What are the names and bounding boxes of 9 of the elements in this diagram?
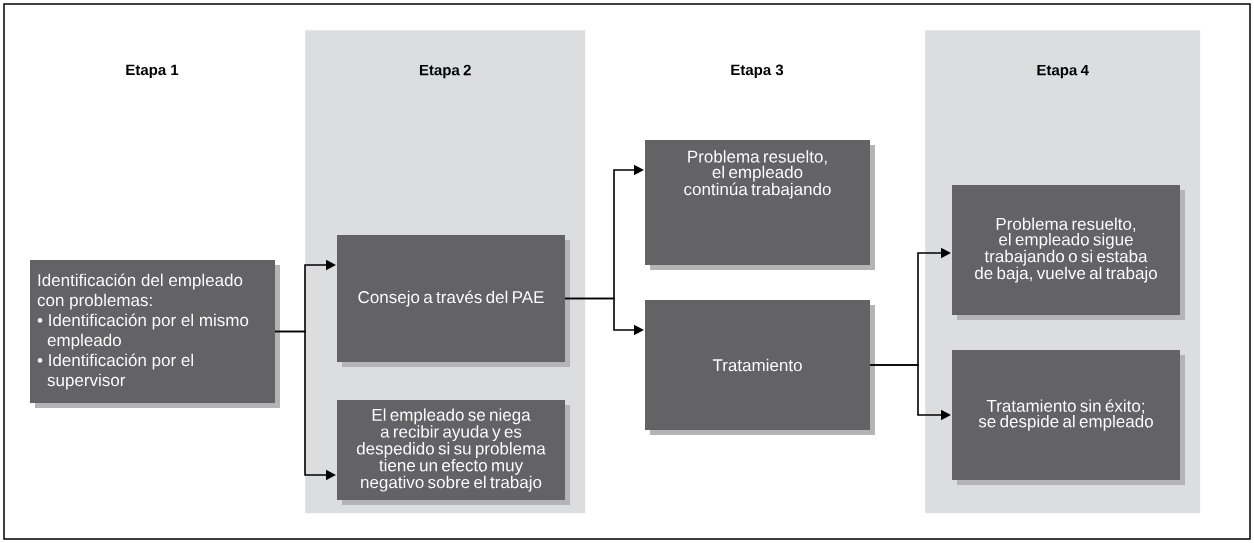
process-box: Identificación del empleado con problemas: • Identificación por el mismo empleado • Identificación por el supervisor	[30, 260, 280, 408]
process-box: Problema resuelto, el empleado continúa trabajando	[645, 140, 875, 270]
process-box: Problema resuelto, el empleado sigue trabajando o si estaba de baja, vuelve al trabajo	[952, 185, 1185, 320]
process-box: Consejo a través del PAE	[337, 235, 570, 367]
stage-heading: Etapa 3	[731, 64, 784, 79]
stage-heading: Etapa 1	[126, 64, 179, 79]
process-box: El empleado se niega a recibir ayuda y es despedido si su problema tiene un efecto muy negativo sobre el trabajo	[337, 400, 570, 505]
process-box: Tratamiento	[645, 300, 875, 435]
process-box: Tratamiento sin éxito; se despide al empleado	[952, 350, 1185, 485]
